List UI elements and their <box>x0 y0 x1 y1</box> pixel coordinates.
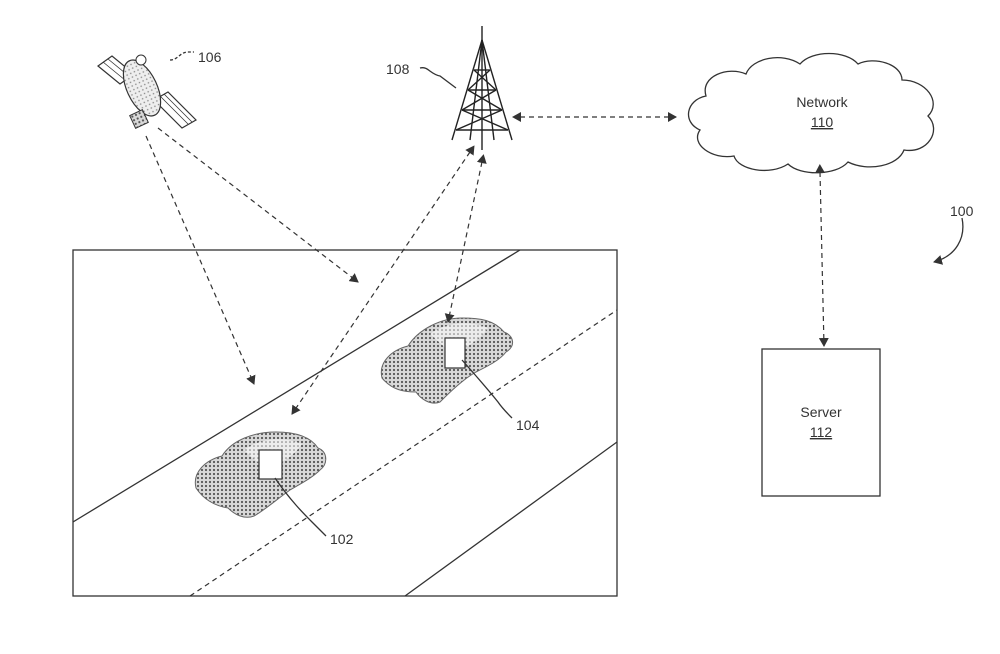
network-cloud <box>688 52 935 174</box>
network-ref-label: 110 <box>811 114 834 130</box>
vehicle-104-label: 104 <box>516 417 540 433</box>
server-box <box>761 348 881 497</box>
system-label: 100 <box>950 203 974 219</box>
gps-signal-to-vehicle-102 <box>145 135 256 385</box>
satellite-icon <box>97 54 197 129</box>
leader-102 <box>274 477 327 537</box>
server-ref-label: 112 <box>810 424 833 440</box>
server-name-label: Server <box>800 404 842 420</box>
tower-label: 108 <box>386 61 410 77</box>
device-104 <box>444 337 466 369</box>
leader-104 <box>461 359 513 419</box>
system-ref-arrow <box>933 217 964 265</box>
cell-link-vehicle-102 <box>291 145 475 415</box>
road-edge-lower <box>404 441 617 596</box>
gps-signal-to-vehicle-104 <box>157 127 359 283</box>
leader-108 <box>419 67 457 89</box>
cell-link-vehicle-104 <box>444 154 487 323</box>
vehicle-104 <box>380 317 513 404</box>
network-name-label: Network <box>796 94 848 110</box>
vehicle-102-label: 102 <box>330 531 354 547</box>
network-server-link <box>815 164 829 347</box>
satellite-label: 106 <box>198 49 222 65</box>
vehicle-102 <box>194 431 327 518</box>
leader-106 <box>169 51 194 61</box>
road-center-line <box>189 309 617 596</box>
device-102 <box>258 449 283 480</box>
cell-tower-icon <box>451 26 513 150</box>
